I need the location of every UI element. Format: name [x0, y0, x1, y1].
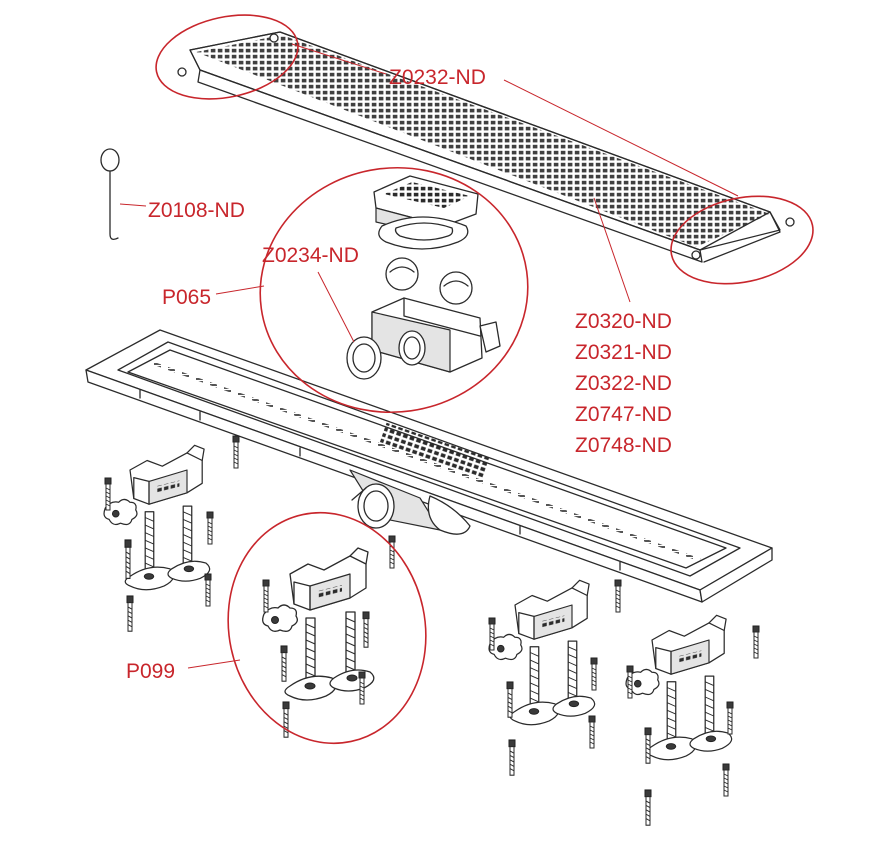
callout-ring-grate-left: [155, 14, 299, 100]
grate-cover: [177, 31, 795, 263]
callout-ring-siphon: [259, 166, 529, 414]
label-foot-set-code: P099: [126, 660, 175, 683]
leveling-foot-p099: [262, 535, 396, 738]
callout-ring-grate-right: [670, 195, 814, 285]
drain-channel: [85, 329, 773, 603]
leveling-foot-mid-right: [488, 579, 622, 776]
label-hook-code: Z0108-ND: [148, 199, 245, 222]
label-profile-code-5: Z0748-ND: [575, 434, 672, 457]
label-profile-code-4: Z0747-ND: [575, 403, 672, 426]
callout-ring-foot: [227, 511, 427, 745]
label-profile-code-3: Z0322-ND: [575, 372, 672, 395]
label-gasket-code: Z0234-ND: [262, 244, 359, 267]
label-siphon-set-code: P065: [162, 286, 211, 309]
leader-lines: [119, 43, 739, 669]
label-grate-code: Z0232-ND: [389, 66, 486, 89]
leveling-foot-far-right: [625, 614, 760, 826]
leveling-foot-left: [103, 435, 240, 632]
label-profile-code-2: Z0321-ND: [575, 341, 672, 364]
label-profile-code-1: Z0320-ND: [575, 310, 672, 333]
removal-hook: [100, 148, 120, 240]
siphon-set: [346, 175, 501, 380]
